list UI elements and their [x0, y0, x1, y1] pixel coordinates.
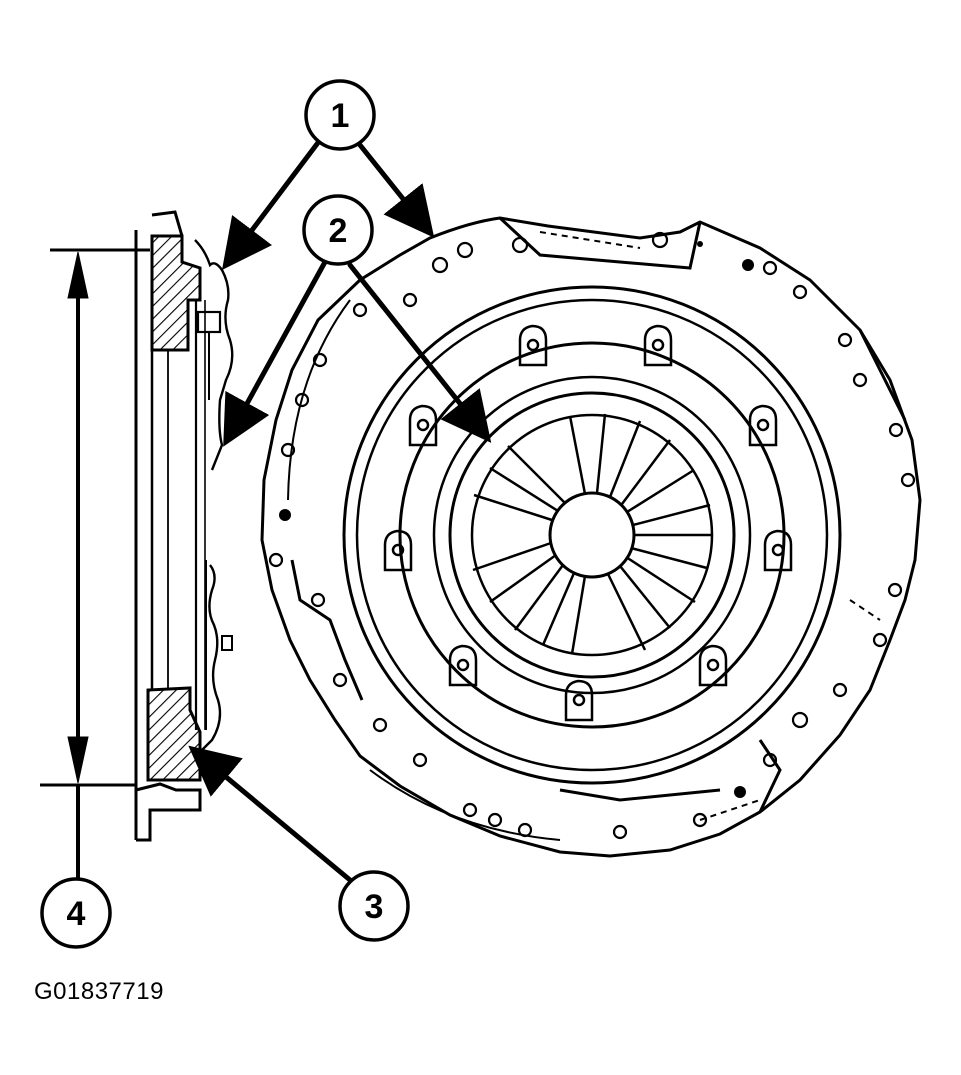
leader-1-to-side — [221, 137, 323, 270]
callout-3: 3 — [338, 870, 410, 942]
callout-1: 1 — [304, 79, 376, 151]
pressure-plate-section-bottom — [146, 686, 202, 782]
retaining-clip — [448, 644, 478, 687]
leader-1-to-front — [357, 142, 435, 238]
diaphragm-spring-lower — [199, 564, 222, 753]
dimension-height — [40, 248, 150, 880]
diaphragm-spring-fingers — [472, 413, 712, 655]
retaining-clip — [564, 679, 594, 722]
flange-notch-right — [858, 329, 907, 421]
leader-2-to-side — [223, 259, 328, 447]
pressure-plate-front-view — [260, 216, 922, 858]
flange-inner-edge-bottom — [369, 769, 561, 841]
flange-dashed-edge — [539, 231, 881, 821]
retaining-clips — [383, 324, 793, 722]
leader-3-to-side — [188, 745, 353, 883]
flange-notch-top — [498, 216, 702, 270]
pressure-plate-side-view — [134, 210, 234, 842]
pressure-plate-section-top — [150, 234, 202, 352]
retaining-clip — [643, 324, 673, 367]
retaining-clip — [748, 404, 778, 447]
callout-4: 4 — [40, 877, 112, 949]
flange-inner-edge — [287, 299, 351, 501]
dimension-arrow-top — [67, 251, 89, 299]
dowel-pins — [279, 241, 754, 798]
callout-2-label: 2 — [329, 212, 348, 250]
diaphragm-spring-upper — [194, 239, 234, 471]
retaining-clip — [698, 644, 728, 687]
cover-ring-inner — [398, 341, 786, 729]
cover-ring-middle — [355, 298, 829, 772]
diaphragm-outer-ring — [448, 391, 736, 679]
callout-2: 2 — [302, 194, 374, 266]
callout-3-label: 3 — [365, 888, 384, 926]
cover-bolt-holes — [268, 231, 916, 840]
figure-code: G01837719 — [34, 978, 164, 1005]
cover-ring-outer — [342, 285, 842, 785]
retaining-rivet-top — [196, 310, 222, 334]
hub-opening — [548, 491, 636, 579]
callout-leaders — [188, 137, 492, 883]
bottom-flange — [135, 782, 202, 842]
dimension-arrow-bottom — [67, 736, 89, 784]
top-flange — [151, 210, 184, 237]
retaining-clip — [763, 529, 793, 572]
flange-notch-bottom — [559, 739, 782, 813]
retaining-clip — [518, 324, 548, 367]
cover-outer-outline — [260, 216, 922, 858]
flange-notch-left — [290, 559, 364, 701]
retaining-clip — [408, 404, 438, 447]
callout-4-label: 4 — [67, 895, 86, 933]
retaining-clip — [383, 529, 413, 572]
retaining-rivet-bottom — [221, 635, 233, 651]
leader-2-to-front — [347, 262, 492, 443]
callout-1-label: 1 — [331, 97, 350, 135]
